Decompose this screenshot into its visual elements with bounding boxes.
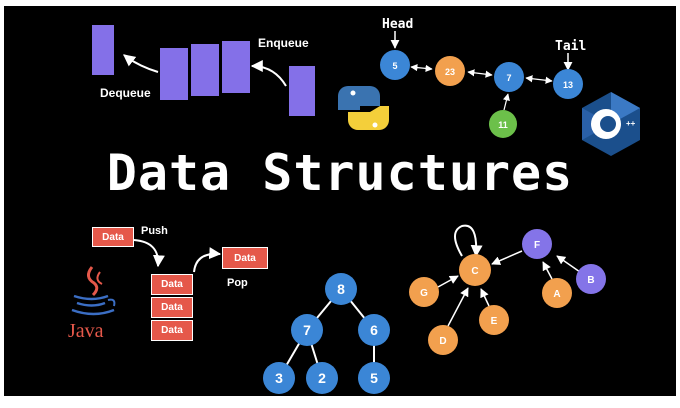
link-arrow <box>467 69 493 78</box>
queue-block <box>160 48 188 100</box>
tree-node <box>306 362 338 394</box>
queue-block <box>191 44 219 96</box>
graph-node-label: A <box>553 289 560 300</box>
tree-node-label: 2 <box>318 370 326 386</box>
tree-node <box>325 273 357 305</box>
list-node <box>380 50 410 80</box>
link-arrow <box>525 75 553 84</box>
graph-node-label: G <box>420 288 428 299</box>
tree-node-label: 6 <box>370 322 378 338</box>
list-node <box>553 69 583 99</box>
queue-diagram <box>92 25 315 116</box>
queue-incoming-block <box>289 66 315 116</box>
stack-block: Data <box>151 274 193 295</box>
graph-node <box>522 229 552 259</box>
list-node-label: 23 <box>445 67 455 77</box>
list-node-label: 13 <box>563 80 573 90</box>
tree-node-label: 7 <box>303 322 311 338</box>
graph-node <box>409 277 439 307</box>
list-node-label: 11 <box>498 120 508 130</box>
graph-node <box>479 305 509 335</box>
linked-list-diagram: 5 23 7 13 11 <box>380 31 583 138</box>
stack-diagram <box>133 239 222 273</box>
child-arrow <box>502 93 510 111</box>
tree-node <box>358 362 390 394</box>
graph-node <box>428 325 458 355</box>
graph-edge <box>491 250 523 265</box>
graph-edge <box>437 275 459 288</box>
tree-node-label: 5 <box>370 370 378 386</box>
push-label: Push <box>141 225 168 237</box>
list-child-node <box>489 110 517 138</box>
graph-node-label: F <box>534 240 540 251</box>
link-arrow <box>410 64 433 72</box>
tree-node <box>263 362 295 394</box>
queue-block <box>222 41 250 93</box>
list-node <box>435 56 465 86</box>
dequeue-label: Dequeue <box>100 86 151 100</box>
graph-node-label: E <box>491 316 498 327</box>
graph-diagram: C F G A B D E <box>409 224 606 355</box>
self-loop-arrow <box>454 224 483 258</box>
graph-edge <box>542 261 553 280</box>
java-label: Java <box>68 320 104 342</box>
head-label: Head <box>382 17 414 32</box>
stack-block: Data <box>151 297 193 318</box>
enqueue-arrow <box>250 60 287 87</box>
graph-node-label: C <box>471 266 478 277</box>
dequeue-arrow <box>123 54 159 73</box>
stack-block: Data <box>151 320 193 341</box>
python-logo-icon <box>338 86 389 130</box>
cpp-logo-icon: ++ <box>582 92 640 156</box>
graph-node-label: B <box>587 275 594 286</box>
java-logo-icon <box>71 266 116 316</box>
stack-pop-block: Data <box>222 247 268 269</box>
tail-label: Tail <box>555 39 587 54</box>
graph-node-label: D <box>439 336 446 347</box>
graph-node <box>576 264 606 294</box>
enqueue-label: Enqueue <box>258 36 309 50</box>
tree-node-label: 3 <box>275 370 283 386</box>
queue-dequeued-block <box>92 25 114 75</box>
graph-node <box>542 278 572 308</box>
tree-node-label: 8 <box>337 281 345 297</box>
tree-node <box>358 314 390 346</box>
page-title: Data Structures <box>106 144 574 202</box>
list-node-label: 5 <box>392 61 397 71</box>
push-arrow <box>133 239 165 268</box>
graph-edge <box>447 287 469 327</box>
svg-text:++: ++ <box>626 119 636 128</box>
tree-node <box>291 314 323 346</box>
stack-push-block: Data <box>92 227 134 247</box>
list-node-label: 7 <box>506 73 511 83</box>
graph-node <box>459 254 491 286</box>
pop-arrow <box>193 247 222 273</box>
graph-edge <box>480 288 490 307</box>
graph-edge <box>556 255 581 273</box>
list-node <box>494 62 524 92</box>
binary-tree-diagram: 8 7 6 3 2 5 <box>263 273 390 394</box>
pop-label: Pop <box>227 277 248 289</box>
